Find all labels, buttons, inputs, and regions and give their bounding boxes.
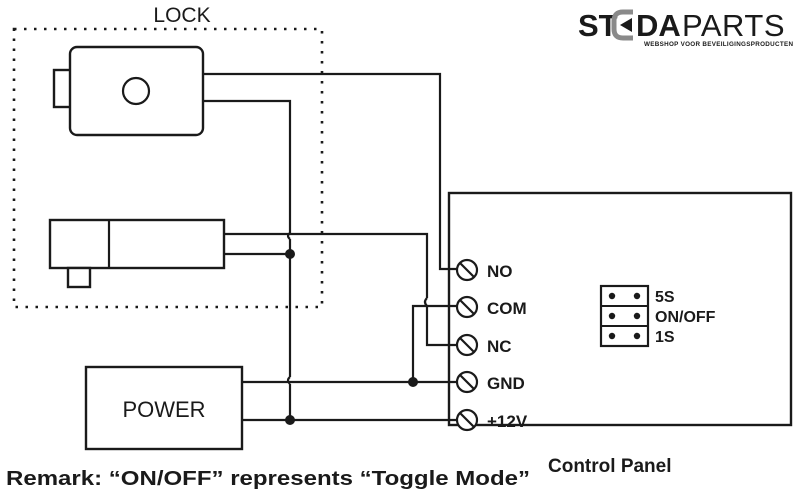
junction-dot (285, 415, 295, 425)
screw-terminal-icon (455, 408, 479, 432)
screw-terminal-icon (455, 258, 479, 282)
power-box (84, 365, 244, 451)
screw-terminal-icon (455, 370, 479, 394)
wire-armature-to-nc-end (425, 306, 458, 347)
jumper-pin-icon (608, 312, 616, 320)
control-panel-label: Control Panel (548, 456, 672, 477)
terminal-label: NC (487, 337, 512, 356)
logo-text-parts: PARTS (682, 8, 785, 43)
power-label: POWER (122, 397, 205, 422)
wire-com-to-gnd (411, 304, 458, 382)
jumper-pin-icon (608, 332, 616, 340)
logo-tagline: WEBSHOP VOOR BEVEILIGINGSPRODUCTEN (644, 41, 793, 48)
screw-terminal-icon (455, 333, 479, 357)
lock-body (52, 45, 205, 137)
terminal-nc: NC (455, 333, 512, 357)
junction-dot (285, 249, 295, 259)
junction-dot (408, 377, 418, 387)
wire-armature-to-nc (224, 232, 429, 298)
remark-text: Remark: “ON/OFF” represents “Toggle Mode… (6, 468, 530, 490)
terminal-12v: +12V (455, 408, 528, 432)
jumper-block-frame (599, 284, 650, 348)
jumper-pin-icon (633, 312, 641, 320)
jumper-label: 1S (655, 329, 675, 346)
logo-text-st: ST (578, 8, 618, 43)
wire-lock-to-no (203, 72, 458, 271)
jumper-1s: 1S (608, 329, 675, 346)
logo-text-da: DA (636, 8, 681, 43)
jumper-pin-icon (633, 292, 641, 300)
wires (203, 72, 458, 422)
lock-enclosure-border (12, 27, 324, 309)
lock-title: LOCK (153, 4, 210, 27)
lock-armature (48, 218, 226, 289)
logo-e-emblem (611, 9, 633, 41)
jumper-block: 5S ON/OFF 1S (599, 284, 716, 348)
jumper-label: 5S (655, 289, 675, 306)
lock-cylinder-icon (121, 76, 151, 106)
jumper-5s: 5S (608, 289, 675, 306)
terminal-no: NO (455, 258, 513, 282)
armature-housing (48, 218, 226, 270)
jumper-pin-icon (608, 292, 616, 300)
wire-hop (423, 297, 428, 307)
terminal-label: +12V (487, 412, 528, 431)
terminal-label: GND (487, 374, 525, 393)
terminal-label: NO (487, 262, 513, 281)
jumper-label: ON/OFF (655, 309, 716, 326)
armature-tab (66, 266, 92, 289)
wire-lock-to-bus (203, 99, 292, 233)
screw-terminal-icon (455, 295, 479, 319)
terminal-com: COM (455, 295, 527, 319)
wire-hop (286, 376, 291, 385)
jumper-on-off: ON/OFF (608, 309, 716, 326)
jumper-pin-icon (633, 332, 641, 340)
terminal-label: COM (487, 299, 527, 318)
terminal-gnd: GND (455, 370, 525, 394)
stedaparts-logo: ST DA PARTS WEBSHOP VOOR BEVEILIGINGSPRO… (578, 8, 793, 48)
lock-body-tab (52, 68, 73, 109)
